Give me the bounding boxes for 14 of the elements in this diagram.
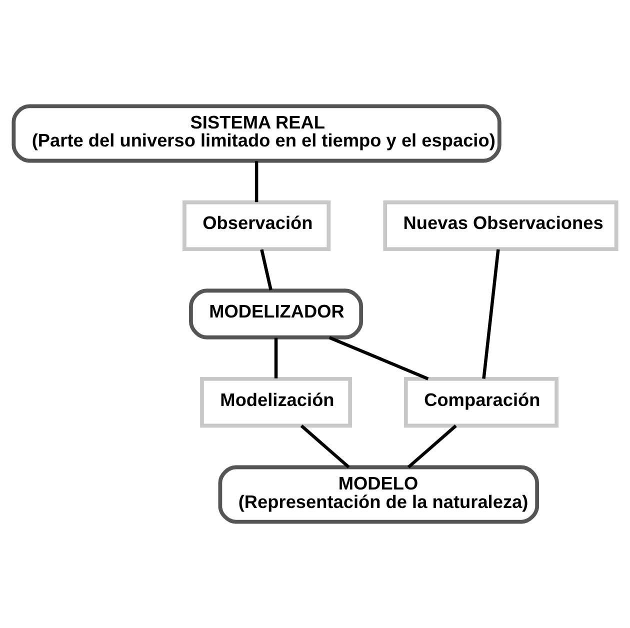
node-box: MODELO (Representación de la naturaleza) — [218, 465, 540, 524]
connector — [407, 424, 457, 468]
node-box: SISTEMA REAL (Parte del universo limitado en el tiempo y el espacio) — [12, 104, 502, 163]
node-box: Observación — [182, 200, 331, 251]
node-box: Comparación — [404, 377, 559, 428]
connector — [328, 336, 429, 380]
node-box: MODELIZADOR — [189, 288, 364, 340]
connector — [274, 338, 278, 378]
connector — [254, 161, 258, 202]
node-box: Modelización — [200, 377, 352, 428]
connector — [300, 424, 350, 468]
connector — [260, 249, 272, 290]
node-box: Nuevas Observaciones — [383, 200, 618, 251]
connector — [482, 249, 500, 379]
